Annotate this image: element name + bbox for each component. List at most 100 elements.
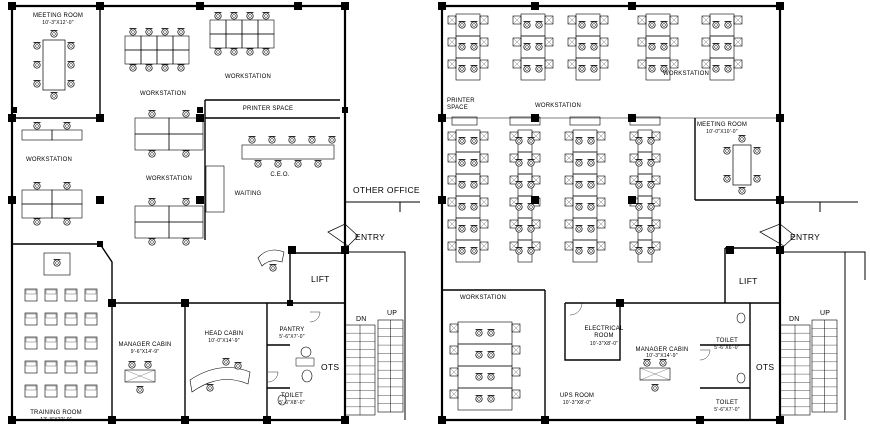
chair-icon <box>525 23 529 27</box>
chair-icon <box>330 138 334 142</box>
workstation-desk <box>457 365 513 389</box>
desk <box>511 323 521 333</box>
chair-icon <box>470 247 478 255</box>
chair-icon <box>660 43 668 51</box>
workstation-desk <box>457 321 513 345</box>
printer-counter <box>451 116 478 126</box>
desk <box>564 175 574 185</box>
training-seat <box>85 337 97 343</box>
chair-icon <box>714 45 718 49</box>
chair-icon <box>590 43 598 51</box>
column <box>726 246 734 254</box>
chair-icon <box>475 395 483 403</box>
workstation-label-top-right: WORKSTATION <box>225 74 271 80</box>
chair-icon <box>470 137 478 145</box>
toilet-size-left: 5'-6"X8'-0" <box>279 400 305 406</box>
chair-icon <box>647 159 655 167</box>
chair-icon <box>587 247 595 255</box>
chair-icon <box>144 361 152 369</box>
workstation-desk <box>457 343 513 367</box>
chair-icon <box>755 149 759 153</box>
training-seat <box>84 360 98 374</box>
desk <box>511 345 521 355</box>
workstation-desk <box>140 35 158 51</box>
meeting-room-size-right: 10'-0"X10'-0" <box>706 129 738 135</box>
chair-icon <box>590 21 598 29</box>
chair-icon <box>69 44 73 48</box>
training-seat <box>45 289 57 295</box>
chair-icon <box>662 45 666 49</box>
training-seat <box>45 313 57 319</box>
desk <box>447 131 457 141</box>
chair-icon <box>637 249 641 253</box>
chair-icon <box>712 43 720 51</box>
column <box>196 2 204 10</box>
chair-icon <box>589 227 593 231</box>
chair-icon <box>529 227 533 231</box>
chair-icon <box>268 136 276 144</box>
meeting-table <box>42 39 66 91</box>
chair-icon <box>726 45 730 49</box>
chair-icon <box>529 249 533 253</box>
workstation-desk <box>172 49 190 65</box>
chair-icon <box>472 183 476 187</box>
chair-icon <box>470 203 478 211</box>
chair-icon <box>487 373 495 381</box>
chair-icon <box>515 203 523 211</box>
training-room-size: 12'-3"X22'-0" <box>40 417 72 423</box>
column <box>628 2 636 10</box>
chair-icon <box>458 43 466 51</box>
chair-icon <box>648 65 656 73</box>
workstation-desk <box>257 33 275 49</box>
column <box>8 114 16 122</box>
chair-icon <box>580 67 584 71</box>
chair-icon <box>50 92 58 100</box>
chair-icon <box>232 14 236 18</box>
chair-icon <box>587 137 595 145</box>
chair-icon <box>575 225 583 233</box>
column <box>776 246 784 254</box>
chair-icon <box>647 225 655 233</box>
chair-icon <box>517 205 521 209</box>
chair-icon <box>248 14 252 18</box>
desk <box>564 219 574 229</box>
training-seat <box>84 312 98 326</box>
chair-icon <box>460 45 464 49</box>
desk <box>629 197 639 207</box>
up-label-left: UP <box>387 310 398 317</box>
chair-icon <box>460 249 464 253</box>
chair-icon <box>592 67 596 71</box>
workstation-desk <box>168 133 204 151</box>
chair-icon <box>529 139 533 143</box>
column <box>108 299 116 307</box>
chair-icon <box>274 160 282 168</box>
head-cabin-size: 10'-0"X14'-9" <box>208 338 240 344</box>
chair-icon <box>458 203 466 211</box>
column <box>776 416 784 424</box>
column <box>8 416 16 424</box>
chair-icon <box>470 181 478 189</box>
chair-icon <box>535 65 543 73</box>
chair-icon <box>575 203 583 211</box>
chair-icon <box>246 12 254 20</box>
chair-icon <box>517 183 521 187</box>
chair-icon <box>458 159 466 167</box>
desk <box>564 153 574 163</box>
chair-icon <box>472 161 476 165</box>
chair-icon <box>264 50 268 54</box>
chair-icon <box>148 110 156 118</box>
chair-icon <box>587 181 595 189</box>
workstation-desk <box>51 203 83 219</box>
chair-icon <box>647 137 655 145</box>
chair-icon <box>647 181 655 189</box>
chair-icon <box>577 205 581 209</box>
wall-segment <box>345 251 406 420</box>
columns-layer <box>8 2 784 424</box>
dn-label-left: DN <box>356 316 367 323</box>
workstation-label-right-main: WORKSTATION <box>535 103 581 109</box>
chair-icon <box>216 50 220 54</box>
chair-icon <box>234 362 242 370</box>
column <box>776 2 784 10</box>
workstation-desk <box>225 19 243 35</box>
chair-icon <box>527 247 535 255</box>
